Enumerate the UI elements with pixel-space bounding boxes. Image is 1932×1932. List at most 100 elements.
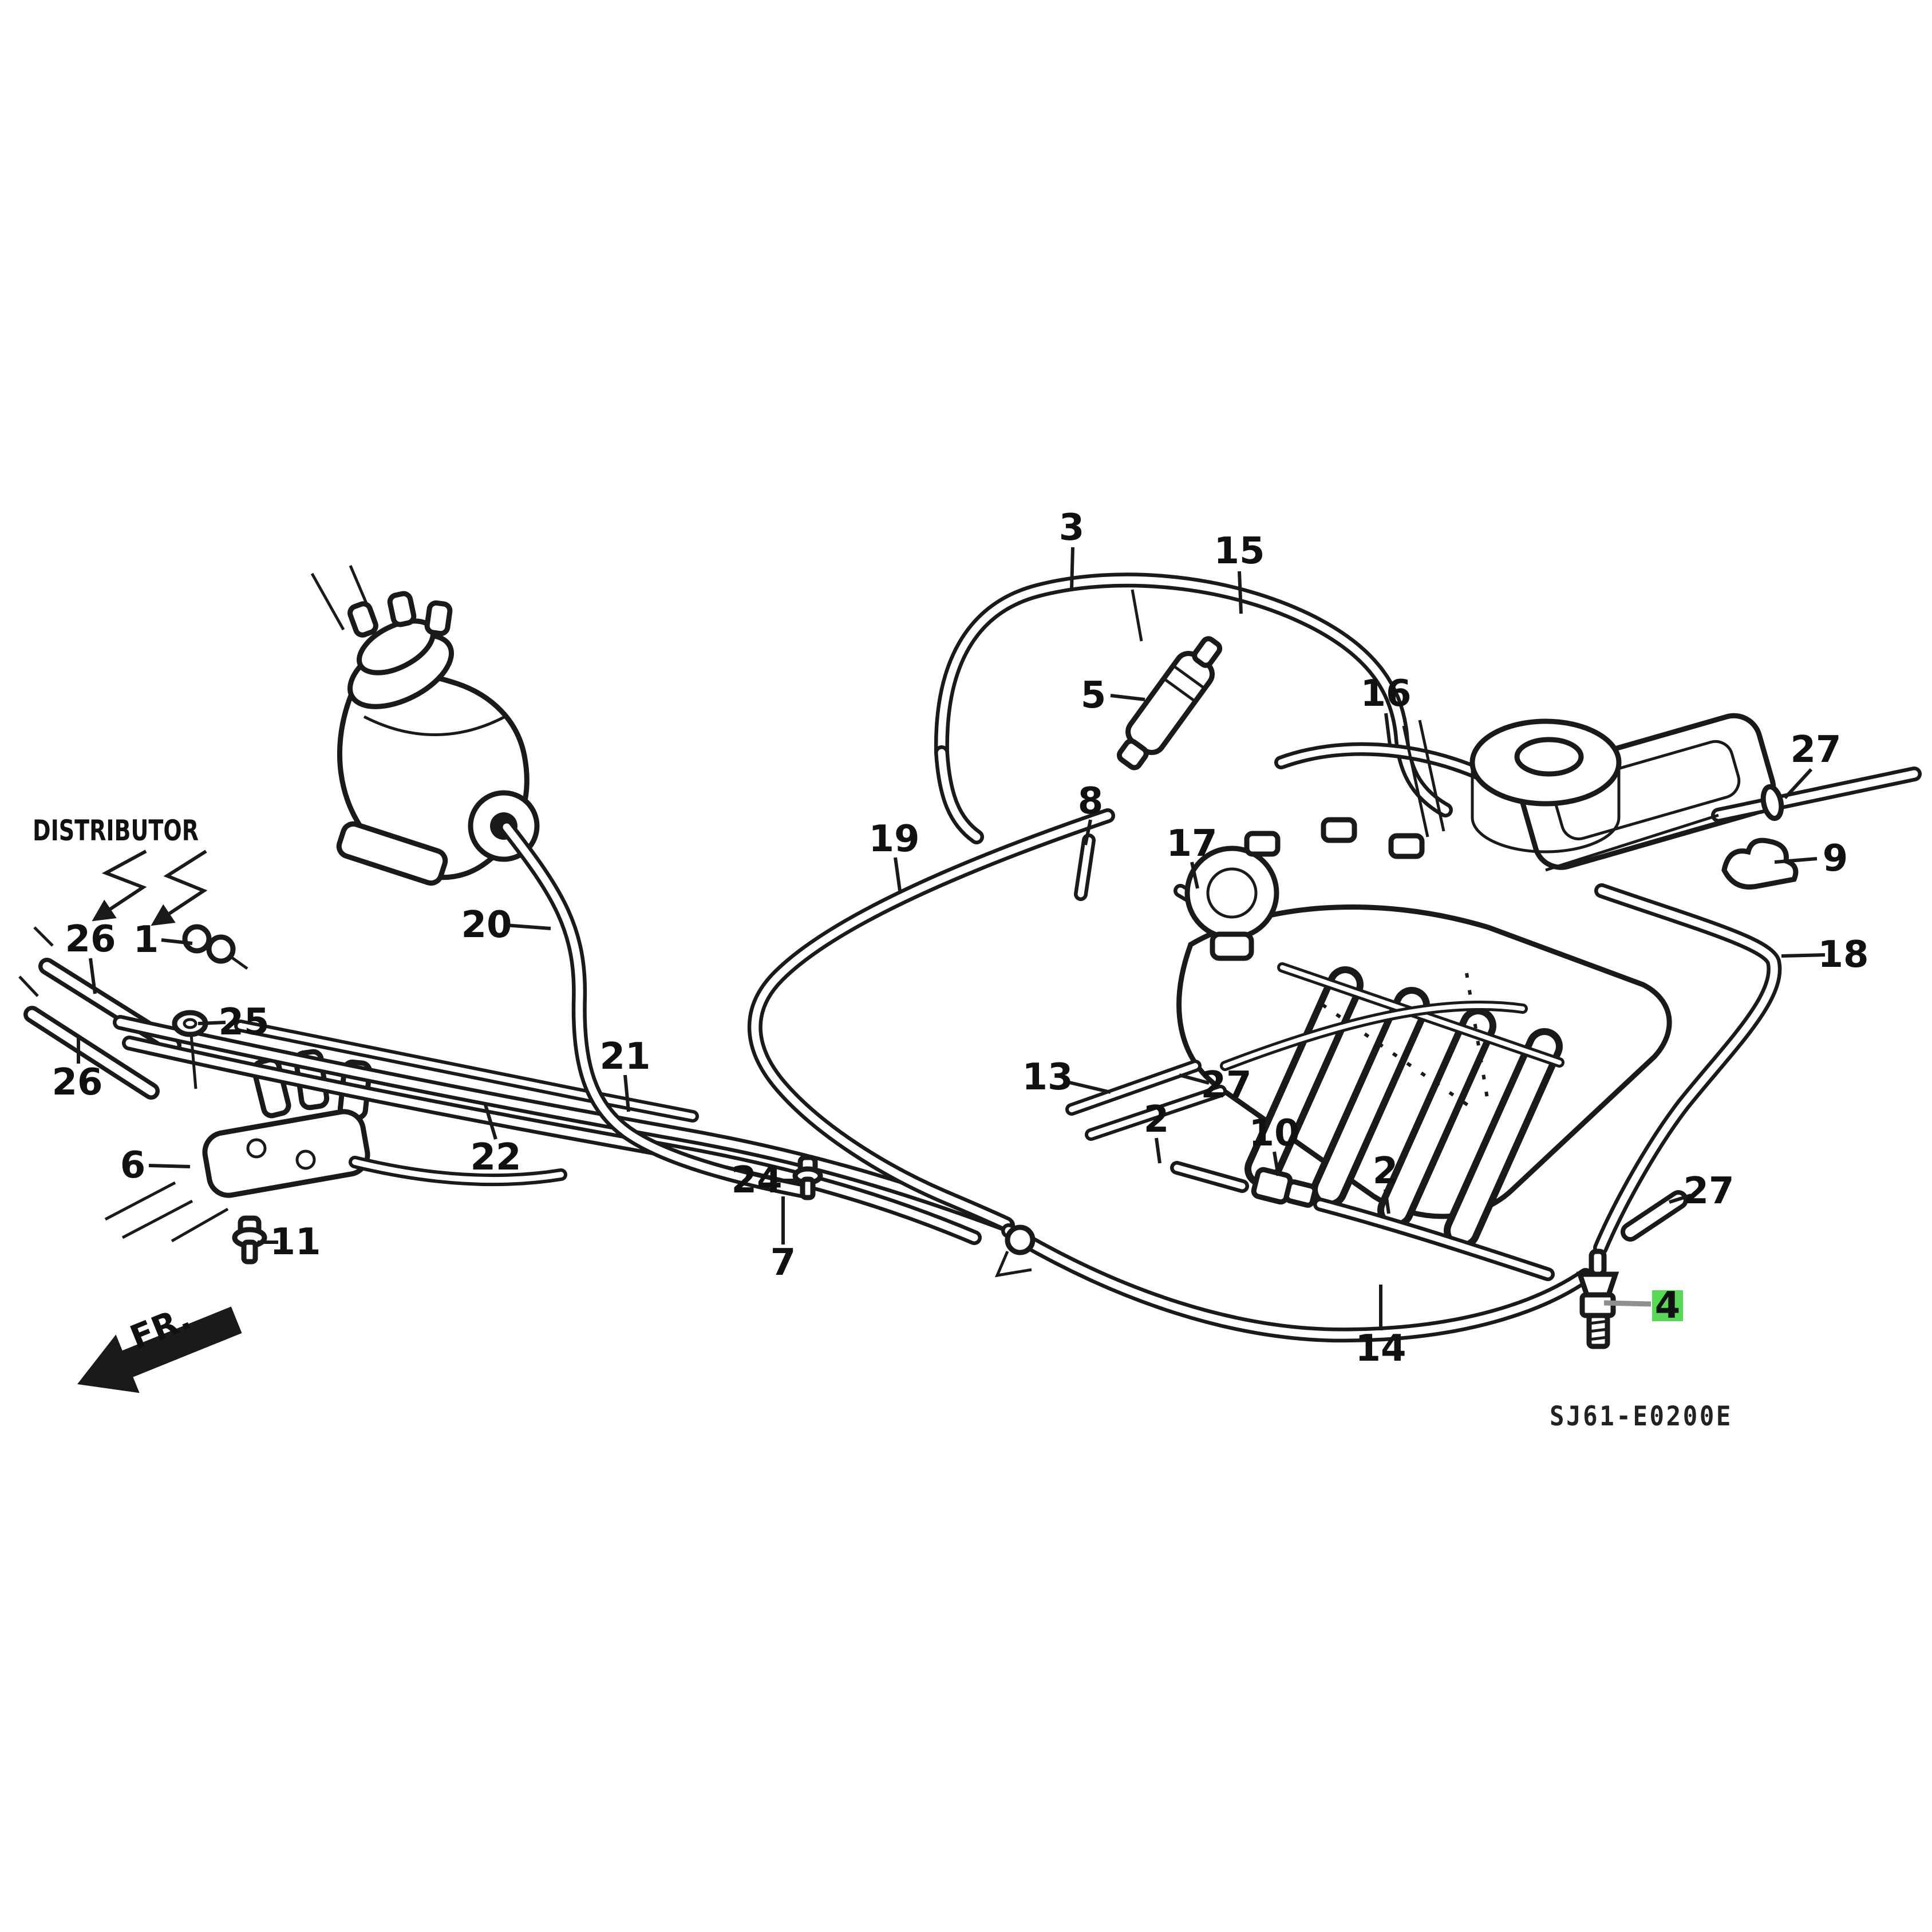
manifold-runner-core <box>1318 994 1423 1201</box>
bracket-pipe-core <box>352 1159 564 1183</box>
callout-2-leader <box>1155 1137 1161 1164</box>
distributor-pointer-arrows <box>92 850 208 926</box>
callout-10[interactable]: 10 <box>1249 1112 1299 1155</box>
callout-15[interactable]: 15 <box>1214 530 1265 572</box>
callout-17[interactable]: 17 <box>1166 823 1217 865</box>
callout-22[interactable]: 22 <box>470 1136 521 1179</box>
callout-4-leader <box>1603 1300 1652 1307</box>
bracket-hole <box>295 1149 316 1170</box>
distributor-nipple <box>387 591 417 627</box>
callout-18-leader <box>1781 953 1826 958</box>
callout-27[interactable]: 27 <box>1683 1170 1734 1212</box>
hose-18-core <box>1597 887 1778 1252</box>
pipe-27-ring <box>1760 784 1784 821</box>
callout-8[interactable]: 8 <box>1078 780 1104 823</box>
callout-layer: 1 26 25 26 6 11 20 22 21 24 7 19 3 15 5 8 17 16 13 27 2 10 2 27… <box>52 507 1868 1370</box>
nut-25-stem <box>189 1034 197 1089</box>
callout-4[interactable]: 4 <box>1655 1285 1681 1327</box>
callout-19-leader <box>894 857 902 891</box>
fr-arrow-icon <box>77 1306 242 1393</box>
hose-14-core <box>1005 1227 1590 1339</box>
hose-2-left-core <box>1174 1164 1246 1190</box>
hose-26-lower-core <box>27 1010 156 1096</box>
right-pipe-27 <box>1545 767 1922 872</box>
hose-3-tail-core <box>938 749 981 841</box>
air-cleaner-cap <box>1514 737 1584 777</box>
pipe-27-link <box>1545 813 1719 872</box>
callout-27-leader <box>1783 768 1813 800</box>
callout-17-leader <box>1190 862 1199 889</box>
callout-2[interactable]: 2 <box>1144 1099 1170 1141</box>
callout-11[interactable]: 11 <box>270 1221 321 1263</box>
valve-cover <box>1519 713 1776 870</box>
bolt-24 <box>792 1155 823 1200</box>
solenoid-tip <box>1116 738 1149 771</box>
callout-26[interactable]: 26 <box>65 918 116 961</box>
fitting-thread-hatch <box>1589 1319 1608 1341</box>
hose-loop-3-15 <box>934 572 1453 844</box>
hose-2-right-core <box>1317 1201 1551 1278</box>
callout-27[interactable]: 27 <box>1200 1064 1251 1107</box>
callout-14[interactable]: 14 <box>1355 1327 1406 1370</box>
manifold-runner-core <box>1251 973 1357 1180</box>
hose-3-15-core <box>938 576 1449 814</box>
callout-10-leader <box>1273 1151 1280 1176</box>
solenoid-valve-5 <box>1116 636 1223 771</box>
hose-16-core <box>1278 746 1484 777</box>
strut <box>1402 720 1445 837</box>
part-code-label: SJ61-E0200E <box>1550 1401 1733 1432</box>
egr-base <box>1210 931 1254 961</box>
callout-19[interactable]: 19 <box>868 818 919 860</box>
callout-26[interactable]: 26 <box>52 1061 102 1104</box>
callout-13-leader <box>1066 1080 1111 1094</box>
hose-21-core <box>125 1039 978 1242</box>
callout-9[interactable]: 9 <box>1823 837 1848 880</box>
callout-21[interactable]: 21 <box>599 1036 650 1078</box>
callout-22-leader <box>484 1104 497 1140</box>
bracket-hole <box>246 1138 267 1159</box>
callout-24[interactable]: 24 <box>731 1159 782 1202</box>
nut-25-hole <box>183 1018 197 1029</box>
junction-bracket <box>994 1224 1036 1278</box>
plenum-body <box>1176 904 1672 1219</box>
callout-21-leader <box>623 1074 630 1112</box>
callout-5[interactable]: 5 <box>1081 674 1107 717</box>
hose-20-core <box>503 823 807 1195</box>
callout-25-leader <box>197 1021 226 1025</box>
manifold-runner-core <box>1451 1035 1556 1242</box>
callout-16[interactable]: 16 <box>1360 673 1411 715</box>
distributor-nipple <box>347 601 378 638</box>
top-fitting <box>1244 831 1281 857</box>
callout-6[interactable]: 6 <box>120 1144 146 1187</box>
callout-25[interactable]: 25 <box>218 1001 269 1044</box>
bolt-24-shank <box>800 1176 816 1200</box>
clamp-1-loop <box>206 934 236 964</box>
hose-26-stub <box>18 926 54 997</box>
callout-27[interactable]: 27 <box>1790 729 1841 771</box>
callout-7[interactable]: 7 <box>771 1242 796 1284</box>
valve-cover-body <box>1519 713 1776 870</box>
callout-3[interactable]: 3 <box>1059 507 1085 549</box>
callout-1[interactable]: 1 <box>133 919 159 961</box>
distributor-nipple <box>424 600 453 637</box>
hose-22-core <box>116 1018 1012 1229</box>
egr-valve-inner <box>1206 867 1258 919</box>
callout-2[interactable]: 2 <box>1373 1150 1398 1192</box>
bolt-11-shank <box>241 1239 258 1265</box>
pipes-13-27 <box>1065 1000 1528 1141</box>
bracket-stub <box>104 1181 229 1243</box>
check-valve-4-part <box>1576 1249 1619 1349</box>
hose-8-core <box>1077 837 1092 898</box>
check-valve-10 <box>1251 1167 1318 1208</box>
valve-10-nose <box>1284 1179 1318 1208</box>
hose-run-2-10-2 <box>1170 1161 1555 1281</box>
callout-20[interactable]: 20 <box>461 904 512 946</box>
callout-5-leader <box>1110 694 1145 701</box>
callout-13[interactable]: 13 <box>1022 1056 1073 1099</box>
pipe-13a-core <box>1069 1063 1198 1112</box>
distributor-flange <box>336 821 448 886</box>
callout-16-leader <box>1384 713 1392 746</box>
callout-18[interactable]: 18 <box>1818 934 1868 976</box>
manifold-runner-core <box>1384 1014 1490 1222</box>
clamp-1-tail <box>230 955 248 970</box>
